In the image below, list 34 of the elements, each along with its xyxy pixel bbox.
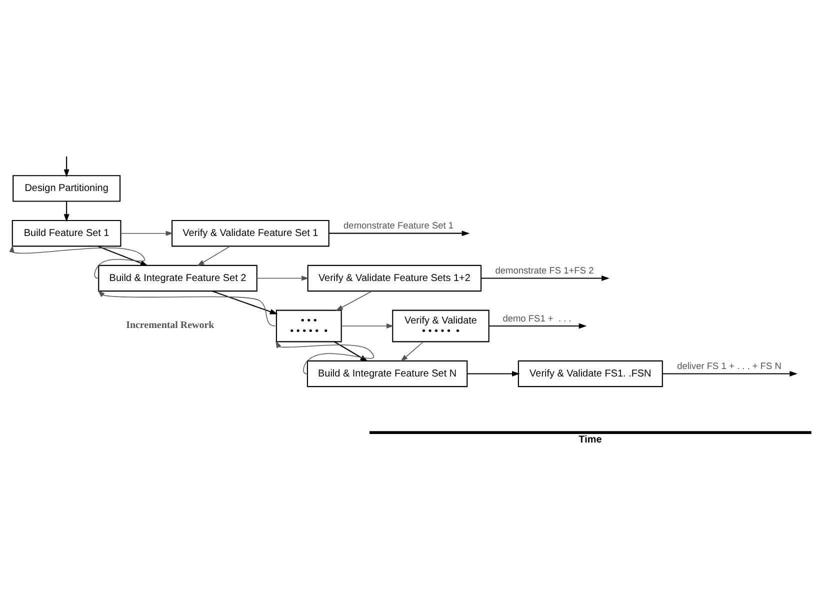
arrow bbox=[212, 290, 278, 314]
arrow bbox=[197, 245, 230, 266]
arrow bbox=[98, 290, 276, 326]
arrow bbox=[120, 230, 174, 236]
arrow bbox=[336, 290, 372, 310]
arrow bbox=[328, 230, 470, 236]
arrow bbox=[340, 322, 394, 328]
node-box: • • • • • • • • • bbox=[276, 309, 342, 342]
arrow bbox=[276, 340, 374, 374]
edge-label: deliver FS 1 + . . . + FS N bbox=[677, 360, 782, 371]
node-box: Verify & Validate Feature Sets 1+2 bbox=[307, 264, 482, 292]
node-box: Build & Integrate Feature Set N bbox=[306, 360, 468, 387]
arrow bbox=[400, 340, 424, 362]
node-box: Verify & Validate Feature Set 1 bbox=[172, 219, 330, 246]
arrow bbox=[488, 322, 587, 328]
arrow bbox=[64, 201, 70, 222]
edge-label: demonstrate FS 1+FS 2 bbox=[495, 265, 594, 276]
node-box: Build & Integrate Feature Set 2 bbox=[98, 264, 258, 292]
edge-label: demonstrate Feature Set 1 bbox=[344, 220, 454, 230]
arrow bbox=[9, 244, 145, 278]
node-box: Verify & Validate • • • • • • bbox=[392, 309, 490, 342]
arrow bbox=[64, 156, 70, 177]
arrow bbox=[481, 275, 610, 280]
arrow bbox=[662, 370, 798, 376]
arrow bbox=[98, 245, 148, 266]
node-box: Verify & Validate FS1. .FSN bbox=[518, 360, 663, 387]
label: Time bbox=[578, 434, 602, 446]
arrow bbox=[467, 370, 520, 376]
arrow bbox=[334, 340, 368, 362]
node-box: Build Feature Set 1 bbox=[12, 219, 122, 246]
label: Incremental Rework bbox=[126, 319, 214, 330]
edge-label: demo FS1 + . . . bbox=[502, 312, 572, 323]
node-box: Design Partitioning bbox=[12, 174, 121, 202]
arrow bbox=[256, 275, 309, 280]
